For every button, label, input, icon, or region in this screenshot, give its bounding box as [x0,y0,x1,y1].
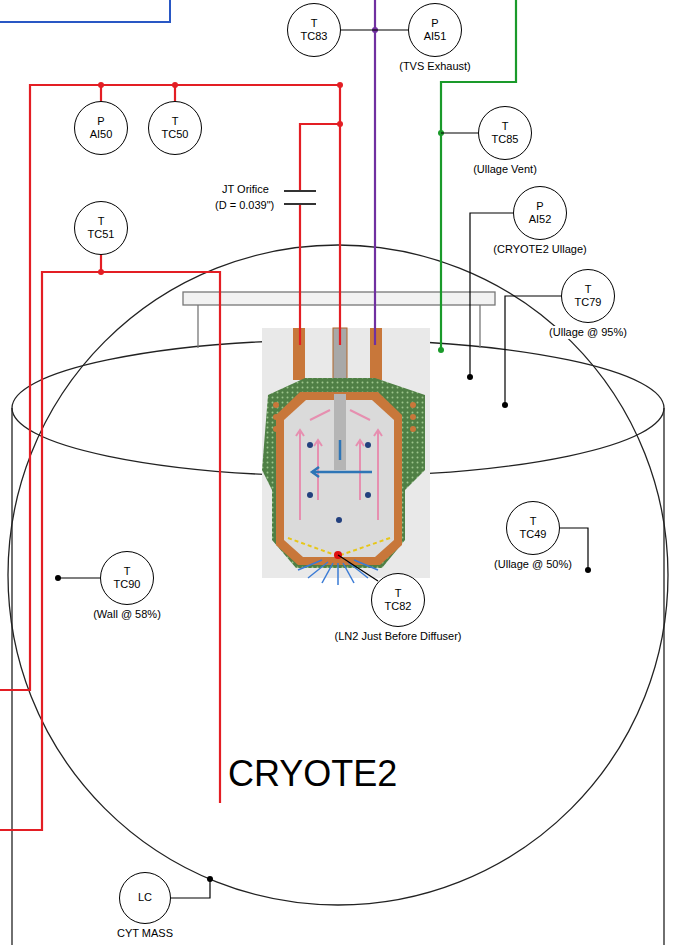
instrument-bubble: TTC82(LN2 Just Before Diffuser) [371,573,425,627]
instrument-letter: T [172,115,179,128]
sphere-tank [8,245,668,905]
instrument-letter: P [536,200,543,213]
cylinder-tank [12,340,664,945]
instrument-letter: T [585,283,592,296]
sensor-dot [55,374,591,882]
instrument-tag: TC90 [114,578,141,591]
orifice-label: JT Orifice [222,183,269,196]
instrument-tag: TC50 [162,128,189,141]
instrument-caption: (LN2 Just Before Diffuser) [333,630,464,643]
instrument-tag: AI52 [529,213,552,226]
leader-line [58,133,588,898]
instrument-bubble: LCCYT MASS [119,872,171,924]
instrument-tag: TC83 [301,30,328,43]
instrument-tag: TC79 [575,296,602,309]
instrument-letter: T [395,587,402,600]
instrument-caption: (Ullage @ 95%) [547,326,629,339]
tap-connector [341,29,408,30]
tap-dot [98,82,343,275]
tvs-device [262,328,430,585]
instrument-letter: P [431,17,438,30]
instrument-bubble: PAI51(TVS Exhaust) [408,3,462,57]
instrument-tag: TC82 [385,600,412,613]
instrument-letter: T [530,515,537,528]
tap-dot [438,347,444,353]
blue-line [0,0,170,22]
instrument-letter: LC [138,891,152,904]
ln2-supply-line [0,85,340,830]
instrument-bubble: TTC83 [287,3,341,57]
instrument-bubble: TTC90(Wall @ 58%) [100,551,154,605]
instrument-caption: (TVS Exhaust) [397,60,473,73]
instrument-bubble: TTC51 [74,201,128,255]
instrument-tag: AI51 [424,30,447,43]
instrument-bubble: PAI52(CRYOTE2 Ullage) [513,186,567,240]
exhaust-line [374,0,376,345]
instrument-bubble: TTC85(Ullage Vent) [478,106,532,160]
instrument-bubble: PAI50 [74,101,128,155]
instrument-letter: P [97,115,104,128]
instrument-letter: T [124,565,131,578]
instrument-bubble: TTC50 [148,101,202,155]
instrument-caption: (CRYOTE2 Ullage) [491,243,588,256]
orifice-symbol [284,191,316,204]
tank-name: CRYOTE2 [228,752,397,795]
instrument-tag: TC85 [492,133,519,146]
instrument-tag: TC49 [520,528,547,541]
instrument-bubble: TTC79(Ullage @ 95%) [561,269,615,323]
instrument-caption: (Ullage @ 50%) [492,558,574,571]
instrument-caption: (Wall @ 58%) [91,608,163,621]
orifice-dimension: (D = 0.039") [215,199,274,212]
instrument-letter: T [98,215,105,228]
instrument-caption: CYT MASS [115,927,175,940]
instrument-caption: (Ullage Vent) [471,163,539,176]
instrument-bubble: TTC49(Ullage @ 50%) [506,501,560,555]
instrument-letter: T [311,17,318,30]
instrument-tag: AI50 [90,128,113,141]
instrument-letter: T [502,120,509,133]
instrument-tag: TC51 [88,228,115,241]
